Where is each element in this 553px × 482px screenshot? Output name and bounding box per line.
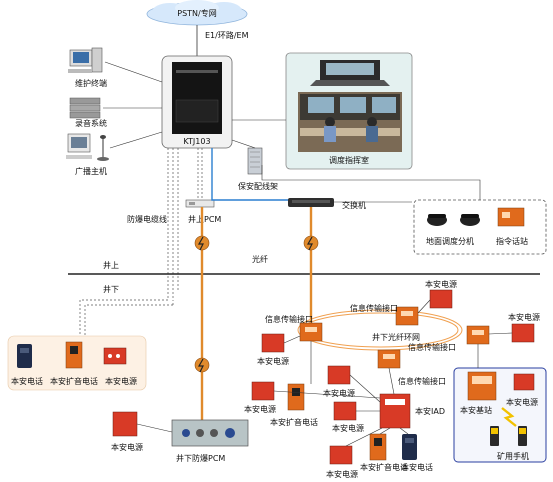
pstn-label: PSTN/专网 — [177, 8, 216, 18]
switch-label: 交换机 — [342, 200, 366, 210]
base-station-label: 本安基站 — [460, 405, 492, 415]
underground-pcm-label: 井下防爆PCM — [176, 453, 225, 463]
base-station-power-label: 本安电源 — [506, 397, 538, 407]
safety-power-icon — [251, 381, 275, 401]
ring-power-label-a: 本安电源 — [257, 356, 289, 366]
dispatch-photo — [298, 92, 402, 152]
above-ground-label: 井上 — [103, 260, 119, 270]
iad-power-label-b: 本安电源 — [323, 388, 355, 398]
iad-amp-phone-label: 本安扩音电话 — [270, 417, 318, 427]
safety-iad-icon — [379, 393, 411, 429]
info-transfer-node — [395, 306, 419, 326]
safety-power-icon — [329, 445, 353, 465]
safety-iad-label: 本安IAD — [415, 406, 445, 416]
explosion-cable-label: 防爆电缆线 — [127, 214, 167, 224]
safety-amp-phone-icon — [65, 341, 83, 369]
safety-power-label: 本安电源 — [105, 376, 137, 386]
safety-power-icon — [112, 411, 138, 437]
info-port-label-a: 信息传输接口 — [265, 314, 313, 324]
pstn-cloud-icon — [146, 0, 248, 26]
mine-handset-label: 矿用手机 — [497, 451, 529, 461]
broadcast-host-label: 广播主机 — [75, 166, 107, 176]
safety-amp-phone-icon — [369, 433, 387, 461]
dispatch-room-label: 调度指挥室 — [329, 155, 369, 165]
ring-power-label-b: 本安电源 — [425, 279, 457, 289]
surface-pcm-label: 井上PCM — [188, 214, 221, 224]
maintenance-terminal-label: 维护终端 — [75, 78, 107, 88]
safety-power-icon — [327, 365, 351, 385]
fiber-label: 光纤 — [252, 254, 268, 264]
pcm-power-label: 本安电源 — [111, 442, 143, 452]
desk-phone-icon — [427, 214, 447, 226]
safety-phone-icon — [402, 434, 417, 460]
recording-system-icon — [69, 97, 101, 119]
safety-power-icon — [513, 373, 535, 391]
iad-power-label-d: 本安电源 — [326, 469, 358, 479]
ground-dispatch-ext-label: 地面调度分机 — [426, 236, 474, 246]
command-station-label: 指令话站 — [496, 236, 528, 246]
ring-power-label-c: 本安电源 — [508, 312, 540, 322]
info-transfer-node — [466, 325, 490, 345]
console-icon — [310, 60, 390, 86]
surge-protector-icon — [194, 235, 210, 251]
safety-phone-label: 本安电话 — [11, 376, 43, 386]
safety-power-icon — [333, 401, 357, 421]
desk-phone-icon — [460, 214, 480, 226]
protection-frame-label: 保安配线架 — [238, 181, 278, 191]
safety-phone-icon — [17, 344, 32, 368]
iad-safety-phone-label: 本安电话 — [401, 462, 433, 472]
wireless-signal-icon — [501, 407, 517, 427]
recording-system-label: 录音系统 — [75, 118, 107, 128]
safety-power-icon — [429, 289, 453, 309]
distribution-frame-icon — [247, 147, 263, 175]
iad-power-label-a: 本安电源 — [244, 404, 276, 414]
safety-power-icon — [103, 347, 127, 365]
info-port-label-c: 信息传输接口 — [408, 342, 456, 352]
info-port-label-d: 信息传输接口 — [398, 376, 446, 386]
iad-amp-phone-label-b: 本安扩音电话 — [360, 462, 408, 472]
safety-power-icon — [261, 333, 285, 353]
info-transfer-node — [299, 322, 323, 342]
info-transfer-node — [377, 349, 401, 369]
surge-protector-icon — [303, 235, 319, 251]
switch-icon — [288, 198, 334, 207]
iad-power-label-c: 本安电源 — [332, 423, 364, 433]
underground-pcm-icon — [171, 419, 249, 447]
blue-link — [211, 148, 290, 201]
below-ground-label: 井下 — [103, 284, 119, 294]
link-label: E1/环路/EM — [205, 30, 249, 40]
broadcast-host-icon — [66, 133, 109, 161]
safety-amp-phone-label: 本安扩音电话 — [50, 376, 98, 386]
fiber-ring-label: 井下光纤环网 — [372, 332, 420, 342]
safety-power-icon — [511, 323, 535, 343]
surge-protector-icon — [194, 357, 210, 373]
surface-pcm-icon — [185, 199, 215, 208]
safety-amp-phone-icon — [287, 383, 305, 411]
command-station-icon — [497, 207, 525, 227]
maintenance-terminal-icon — [68, 47, 103, 73]
server-label: KTJ103 — [183, 137, 210, 146]
mine-handset-icon — [490, 426, 527, 446]
safety-base-station-icon — [467, 371, 497, 401]
info-port-label-b: 信息传输接口 — [350, 303, 398, 313]
